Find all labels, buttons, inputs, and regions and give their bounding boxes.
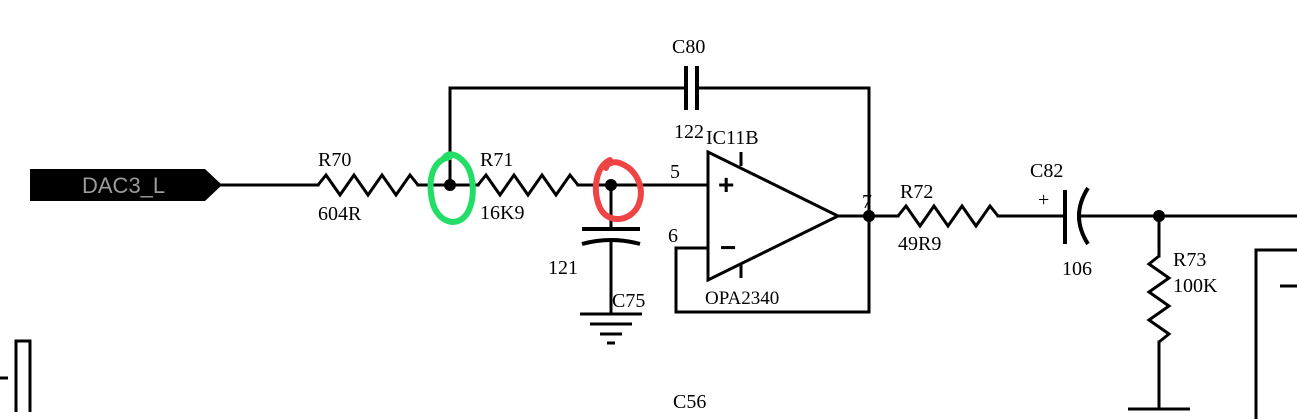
capacitor-c80[interactable]: C80 122 xyxy=(672,36,705,143)
r73-ref: R73 xyxy=(1173,249,1206,271)
c80-ref: C80 xyxy=(672,36,705,58)
resistor-r70[interactable]: R70 604R xyxy=(316,149,420,225)
wire-neg-feedback xyxy=(674,214,871,314)
pin-5-label: 5 xyxy=(670,161,680,183)
opamp-ic11b[interactable]: + − IC11B OPA2340 5 6 7 xyxy=(668,127,872,309)
junction-node-3 xyxy=(863,210,875,222)
ic11b-part: OPA2340 xyxy=(705,288,779,309)
resistor-r72[interactable]: R72 49R9 xyxy=(896,181,1000,255)
plus-sign: + xyxy=(718,169,734,200)
pin-6-label: 6 xyxy=(668,225,678,247)
c80-value: 122 xyxy=(674,121,704,143)
ground-symbol xyxy=(580,312,642,345)
r71-value: 16K9 xyxy=(480,202,524,224)
wire-feedback-right xyxy=(696,86,871,218)
r73-value: 100K xyxy=(1173,275,1218,297)
red-circle-annotation xyxy=(592,157,644,222)
resistor-r71[interactable]: R71 16K9 xyxy=(476,149,580,224)
minus-sign: − xyxy=(720,232,736,263)
c56-ref: C56 xyxy=(673,391,706,413)
net-port-dac3-l[interactable]: DAC3_L xyxy=(30,169,222,201)
partial-component-right xyxy=(1254,248,1297,419)
r72-value: 49R9 xyxy=(898,233,941,255)
r72-ref: R72 xyxy=(900,181,933,203)
c82-value: 106 xyxy=(1062,258,1092,280)
green-circle-annotation xyxy=(427,151,476,225)
pin-7-label: 7 xyxy=(862,191,872,213)
c82-ref: C82 xyxy=(1030,160,1063,182)
partial-component-left xyxy=(0,339,32,412)
c75-ref: C75 xyxy=(612,290,645,312)
r70-ref: R70 xyxy=(318,149,351,171)
ic11b-ref: IC11B xyxy=(706,127,759,149)
c82-polarity: + xyxy=(1038,189,1049,211)
r70-value: 604R xyxy=(318,203,362,225)
resistor-r73[interactable]: R73 100K xyxy=(1128,214,1218,411)
r71-ref: R71 xyxy=(480,149,513,171)
capacitor-c75[interactable]: 121 C75 xyxy=(548,183,645,314)
net-port-label: DAC3_L xyxy=(82,173,165,198)
capacitor-c82[interactable]: + C82 106 xyxy=(1030,160,1092,280)
c75-value: 121 xyxy=(548,257,578,279)
